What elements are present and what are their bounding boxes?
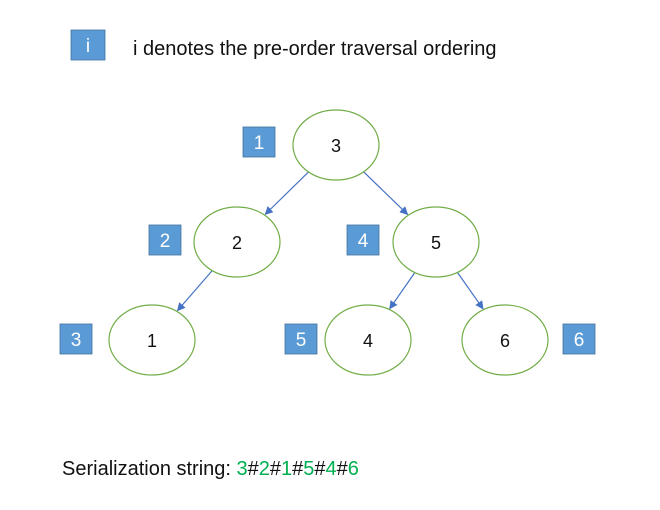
node-value: 5 xyxy=(431,233,441,253)
serialization-separator: # xyxy=(314,458,326,480)
serialization-label: Serialization string: xyxy=(62,458,237,480)
node-value: 1 xyxy=(147,331,157,351)
node-value: 6 xyxy=(500,331,510,351)
order-badge-number: 1 xyxy=(254,133,265,154)
order-badge-box xyxy=(562,323,596,355)
order-badge-5: 5 xyxy=(284,323,318,355)
order-badge-1: 1 xyxy=(242,126,276,158)
order-badges: 1 2 3 4 5 6 xyxy=(59,126,596,355)
tree-node-5: 5 xyxy=(392,206,480,278)
order-badge-number: 4 xyxy=(358,231,369,252)
edge-n2-n1 xyxy=(176,270,213,312)
tree-node-1: 1 xyxy=(108,304,196,376)
serialization-separator: # xyxy=(247,458,259,480)
tree-nodes: 3 2 1 5 4 6 xyxy=(108,109,549,376)
order-badge-3: 3 xyxy=(59,323,93,355)
serialization-separator: # xyxy=(292,458,304,480)
tree-node-3: 3 xyxy=(292,109,380,181)
edge-n5-n4 xyxy=(389,272,416,310)
order-badge-box xyxy=(148,224,182,256)
serialization-value: 4 xyxy=(325,458,337,480)
node-value: 2 xyxy=(232,233,242,253)
node-ellipse xyxy=(193,206,281,278)
node-ellipse xyxy=(292,109,380,181)
order-badge-number: 2 xyxy=(160,231,171,252)
order-badge-4: 4 xyxy=(346,224,380,256)
tree-node-2: 2 xyxy=(193,206,281,278)
edge-n5-n6 xyxy=(456,272,484,310)
order-badge-6: 6 xyxy=(562,323,596,355)
serialization-tokens: 3#2#1#5#4#6 xyxy=(237,458,359,480)
serialization-value: 5 xyxy=(303,458,315,480)
node-value: 4 xyxy=(363,331,373,351)
order-badge-2: 2 xyxy=(148,224,182,256)
order-badge-number: 3 xyxy=(71,330,82,351)
legend-badge xyxy=(70,29,106,61)
order-badge-number: 6 xyxy=(574,330,585,351)
serialization-string: Serialization string: 3#2#1#5#4#6 xyxy=(62,458,359,481)
serialization-value: 3 xyxy=(236,458,248,480)
edge-n3-n2 xyxy=(264,171,309,215)
node-ellipse xyxy=(108,304,196,376)
order-badge-box xyxy=(284,323,318,355)
serialization-separator: # xyxy=(336,458,348,480)
serialization-value: 1 xyxy=(281,458,293,480)
order-badge-box xyxy=(59,323,93,355)
node-value: 3 xyxy=(331,136,341,156)
serialization-separator: # xyxy=(269,458,282,480)
order-badge-box xyxy=(346,224,380,256)
node-ellipse xyxy=(324,304,412,376)
legend-description: i denotes the pre-order traversal orderi… xyxy=(133,38,497,60)
serialization-value: 2 xyxy=(258,458,270,480)
order-badge-number: 5 xyxy=(296,330,307,351)
node-ellipse xyxy=(392,206,480,278)
order-badge-box xyxy=(242,126,276,158)
tree-node-4: 4 xyxy=(324,304,412,376)
node-ellipse xyxy=(461,304,549,376)
tree-node-6: 6 xyxy=(461,304,549,376)
edge-n3-n5 xyxy=(363,171,409,216)
serialization-value: 6 xyxy=(347,458,359,480)
legend: i i denotes the pre-order traversal orde… xyxy=(70,29,497,61)
tree-edges xyxy=(176,171,484,312)
legend-badge-label: i xyxy=(86,36,90,57)
